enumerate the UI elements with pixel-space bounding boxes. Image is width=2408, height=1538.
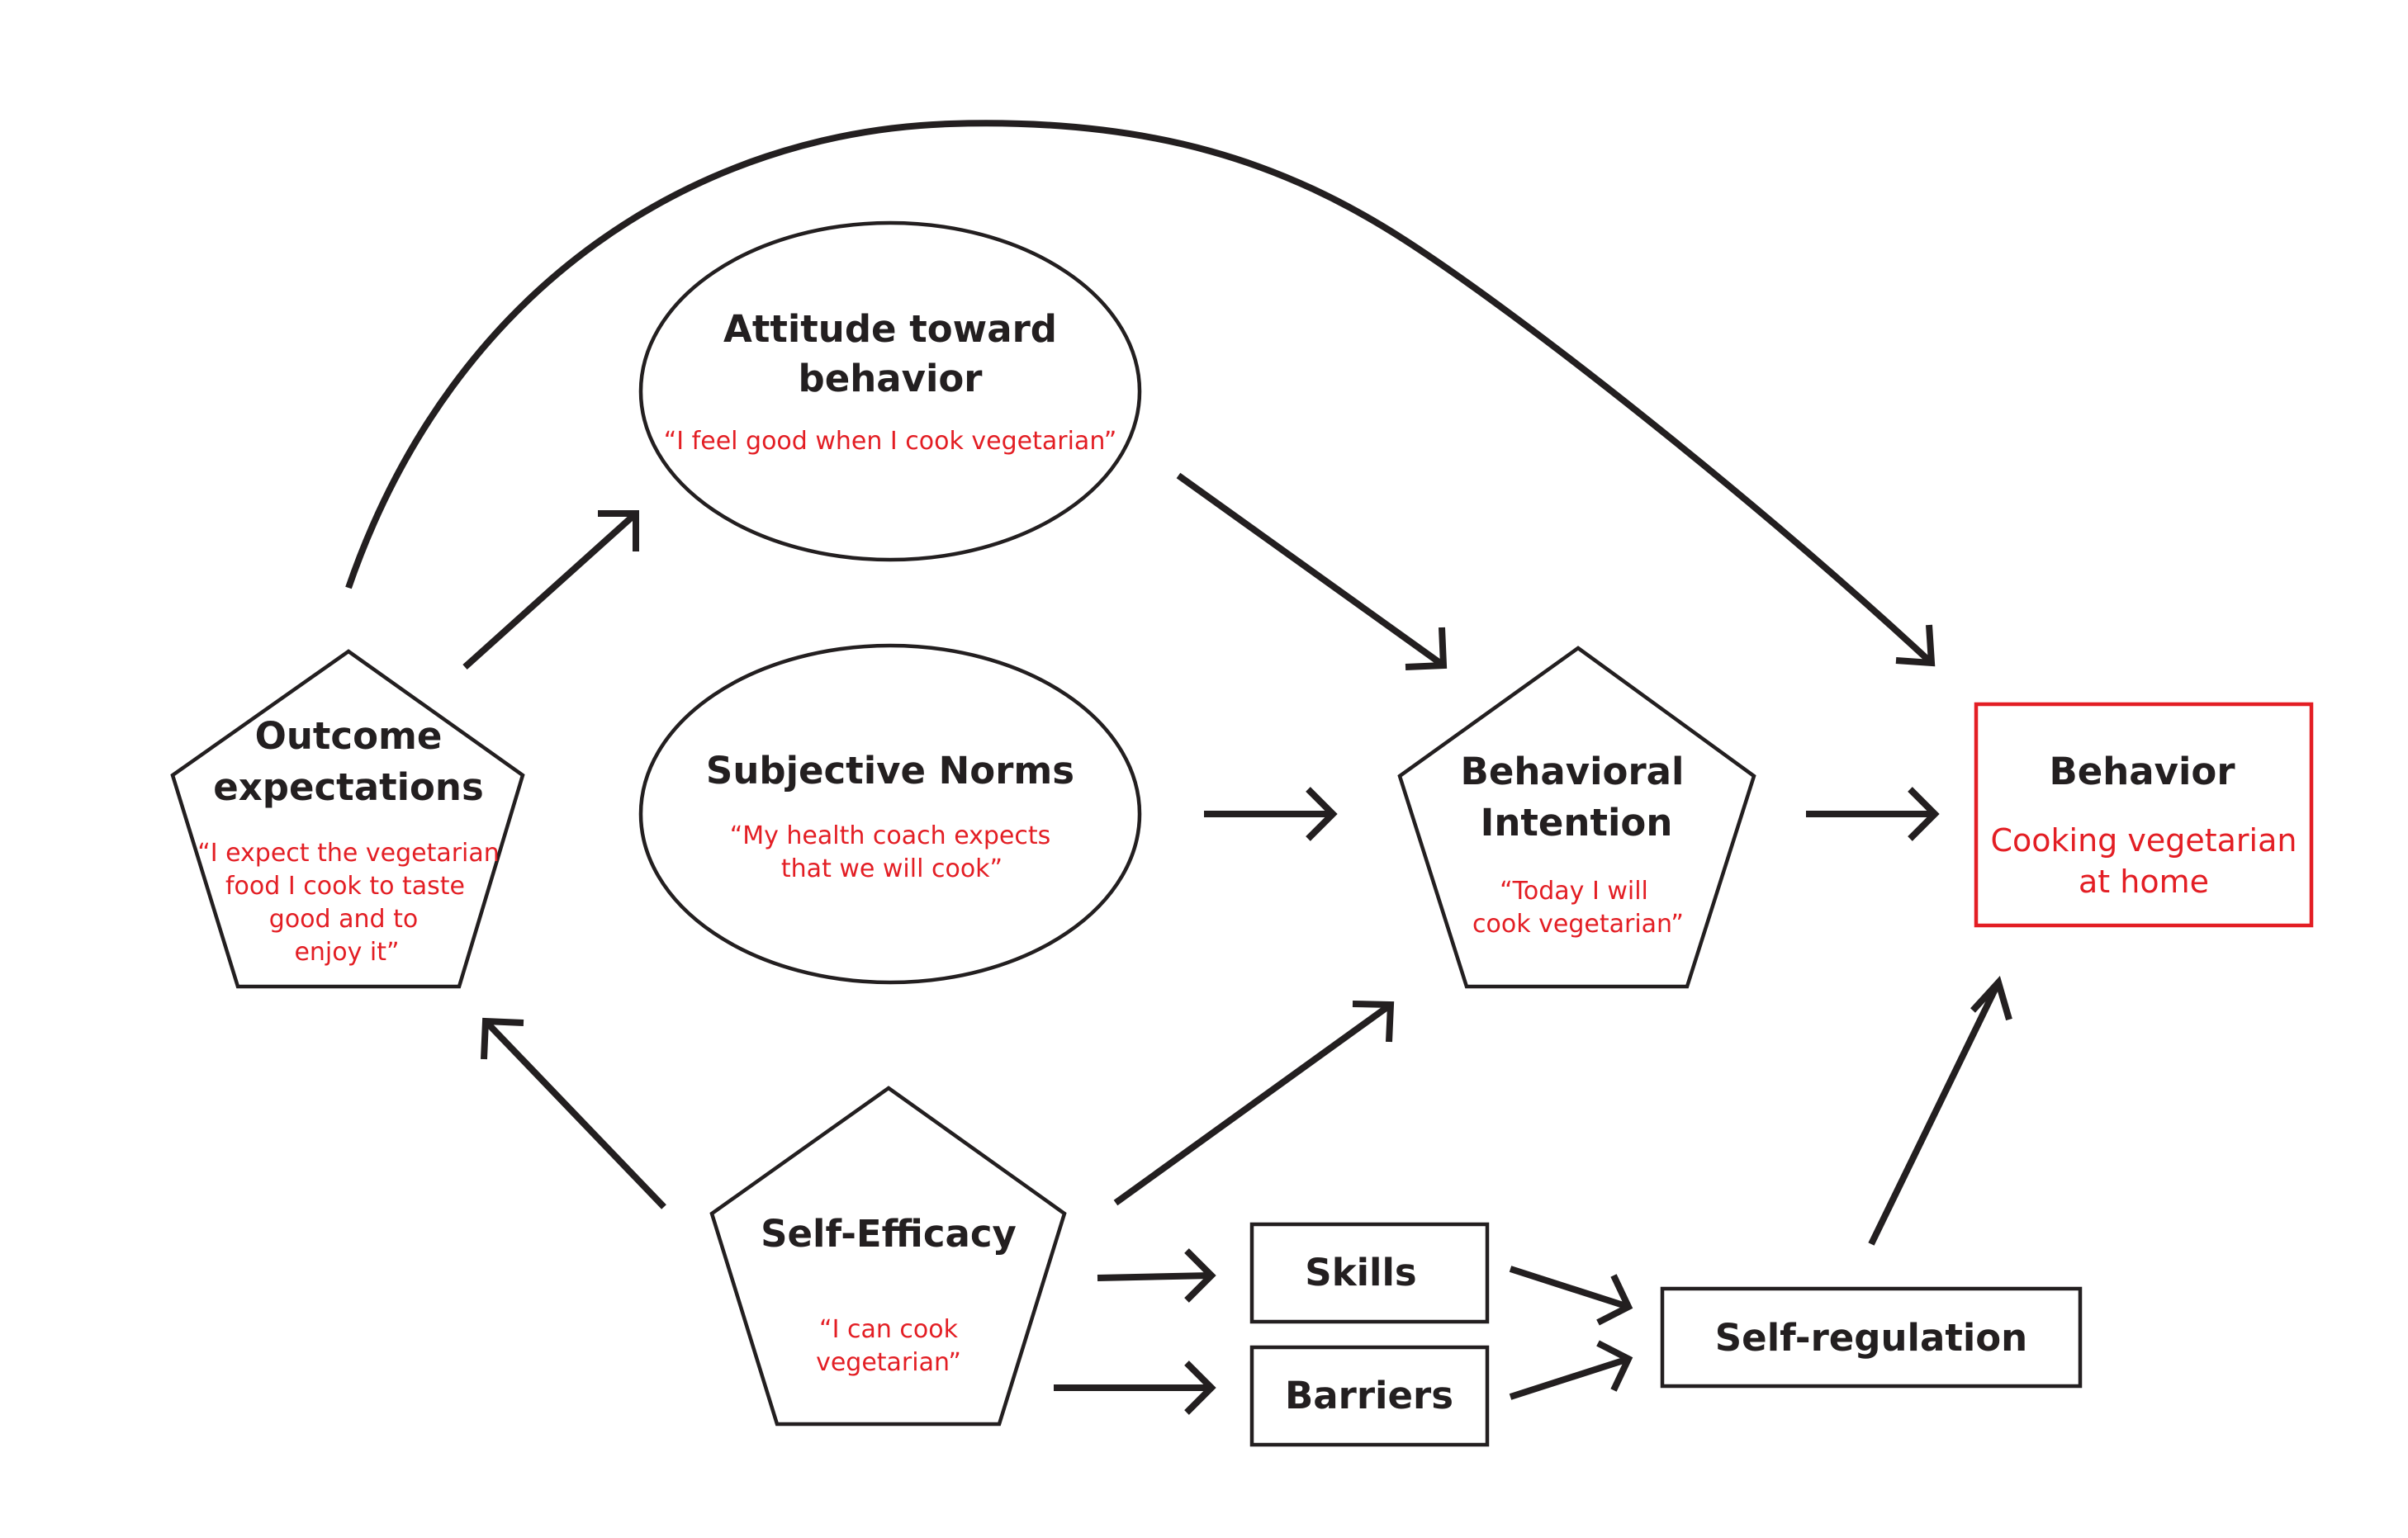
subjective-norms-ellipse xyxy=(638,643,1142,985)
subjective-norms-title: Subjective Norms xyxy=(706,749,1074,793)
self-efficacy-pentagon xyxy=(709,1086,1067,1427)
arrow-efficacy-to-intention xyxy=(1113,1001,1395,1206)
arrow-norms-to-intention xyxy=(1204,787,1338,841)
outcome-expectations-title-line1: Outcome xyxy=(255,714,443,758)
behavior-subtitle-line1: Cooking vegetarian xyxy=(1991,822,2297,859)
behavior-box xyxy=(1974,702,2314,928)
attitude-title-line1: Attitude toward xyxy=(723,307,1057,351)
self-regulation-title: Self-regulation xyxy=(1715,1316,2027,1360)
self-efficacy-quote-line2: vegetarian” xyxy=(816,1348,961,1377)
arrow-regulation-to-behavior xyxy=(1868,976,2012,1246)
arrow-outcome-to-attitude xyxy=(462,510,639,670)
outcome-expectations-title-line2: expectations xyxy=(213,765,484,809)
outcome-expectations-quote-line2: food I cook to taste xyxy=(225,872,465,901)
subjective-norms-quote-line2: that we will cook” xyxy=(781,854,1003,883)
node-self-efficacy: Self-Efficacy “I can cook vegetarian” xyxy=(709,1086,1067,1427)
arrow-skills-to-regulation xyxy=(1509,1266,1633,1326)
attitude-ellipse xyxy=(638,220,1142,562)
barriers-title: Barriers xyxy=(1285,1374,1453,1417)
arrow-barriers-to-regulation xyxy=(1509,1340,1633,1400)
arrow-efficacy-to-skills xyxy=(1097,1248,1216,1303)
node-barriers: Barriers xyxy=(1249,1345,1490,1447)
attitude-quote: “I feel good when I cook vegetarian” xyxy=(664,427,1116,456)
arrow-efficacy-to-outcome xyxy=(481,1017,666,1209)
self-regulation-box xyxy=(1660,1286,2083,1389)
behavioral-intention-quote-line1: “Today I will xyxy=(1500,877,1648,906)
behavioral-intention-title-line1: Behavioral xyxy=(1461,750,1685,793)
outcome-expectations-quote-line4: enjoy it” xyxy=(294,938,399,967)
barriers-box xyxy=(1249,1345,1490,1447)
node-outcome-expectations: Outcome expectations “I expect the veget… xyxy=(170,649,525,989)
arrow-attitude-to-intention xyxy=(1176,472,1448,670)
self-efficacy-quote-line1: “I can cook xyxy=(819,1315,959,1344)
node-behavioral-intention: Behavioral Intention “Today I will cook … xyxy=(1397,646,1756,989)
node-attitude-toward-behavior: Attitude toward behavior “I feel good wh… xyxy=(638,220,1142,562)
behavior-subtitle-line2: at home xyxy=(2079,864,2209,900)
skills-title: Skills xyxy=(1305,1251,1416,1294)
subjective-norms-quote-line1: “My health coach expects xyxy=(730,821,1051,850)
outcome-expectations-quote-line1: “I expect the vegetarian xyxy=(197,839,500,868)
node-subjective-norms: Subjective Norms “My health coach expect… xyxy=(638,643,1142,985)
behavioral-intention-pentagon xyxy=(1397,646,1756,989)
attitude-title-line2: behavior xyxy=(798,357,983,400)
behavioral-intention-title-line2: Intention xyxy=(1481,801,1673,845)
arrow-outcome-to-behavior xyxy=(345,120,1936,667)
skills-box xyxy=(1249,1222,1490,1324)
behavior-title: Behavior xyxy=(2049,750,2235,793)
outcome-expectations-quote-line3: good and to xyxy=(269,905,418,934)
arrow-intention-to-behavior xyxy=(1806,787,1940,841)
node-skills: Skills xyxy=(1249,1222,1490,1324)
outcome-expectations-pentagon xyxy=(170,649,525,989)
behavioral-intention-quote-line2: cook vegetarian” xyxy=(1472,910,1684,939)
arrow-efficacy-to-barriers xyxy=(1054,1361,1216,1415)
node-self-regulation: Self-regulation xyxy=(1660,1286,2083,1389)
self-efficacy-title: Self-Efficacy xyxy=(761,1212,1017,1256)
node-behavior: Behavior Cooking vegetarian at home xyxy=(1974,702,2314,928)
